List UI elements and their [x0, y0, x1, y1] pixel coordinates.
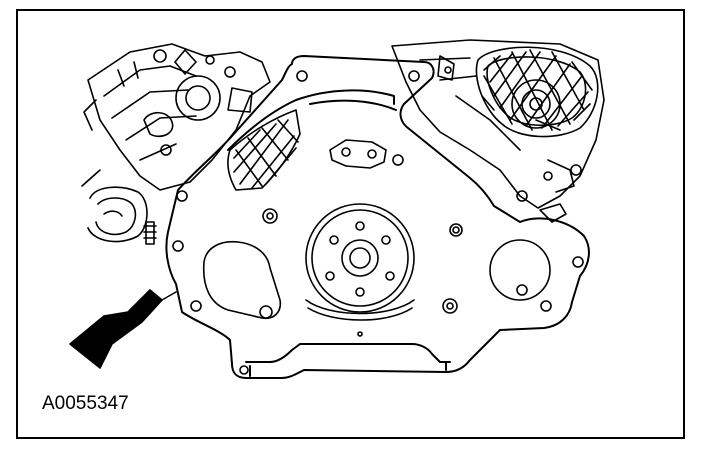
seal-pad-mesh	[227, 109, 301, 191]
figure-id-label: A0055347	[42, 393, 129, 414]
pointer-arrow-icon	[69, 289, 177, 369]
crank-pulley-left	[81, 169, 148, 243]
engine-block-right	[391, 39, 605, 223]
stud-bolt	[143, 221, 157, 245]
oil-passage	[329, 139, 404, 169]
rear-cover-plate	[165, 55, 590, 379]
diagram-frame	[16, 9, 685, 439]
crankshaft-hub	[305, 203, 415, 337]
bolt-holes	[172, 70, 584, 375]
cam-sensor-opening-left	[202, 240, 282, 320]
cam-sensor-opening-right	[489, 239, 551, 301]
engine-block-left	[83, 43, 271, 191]
